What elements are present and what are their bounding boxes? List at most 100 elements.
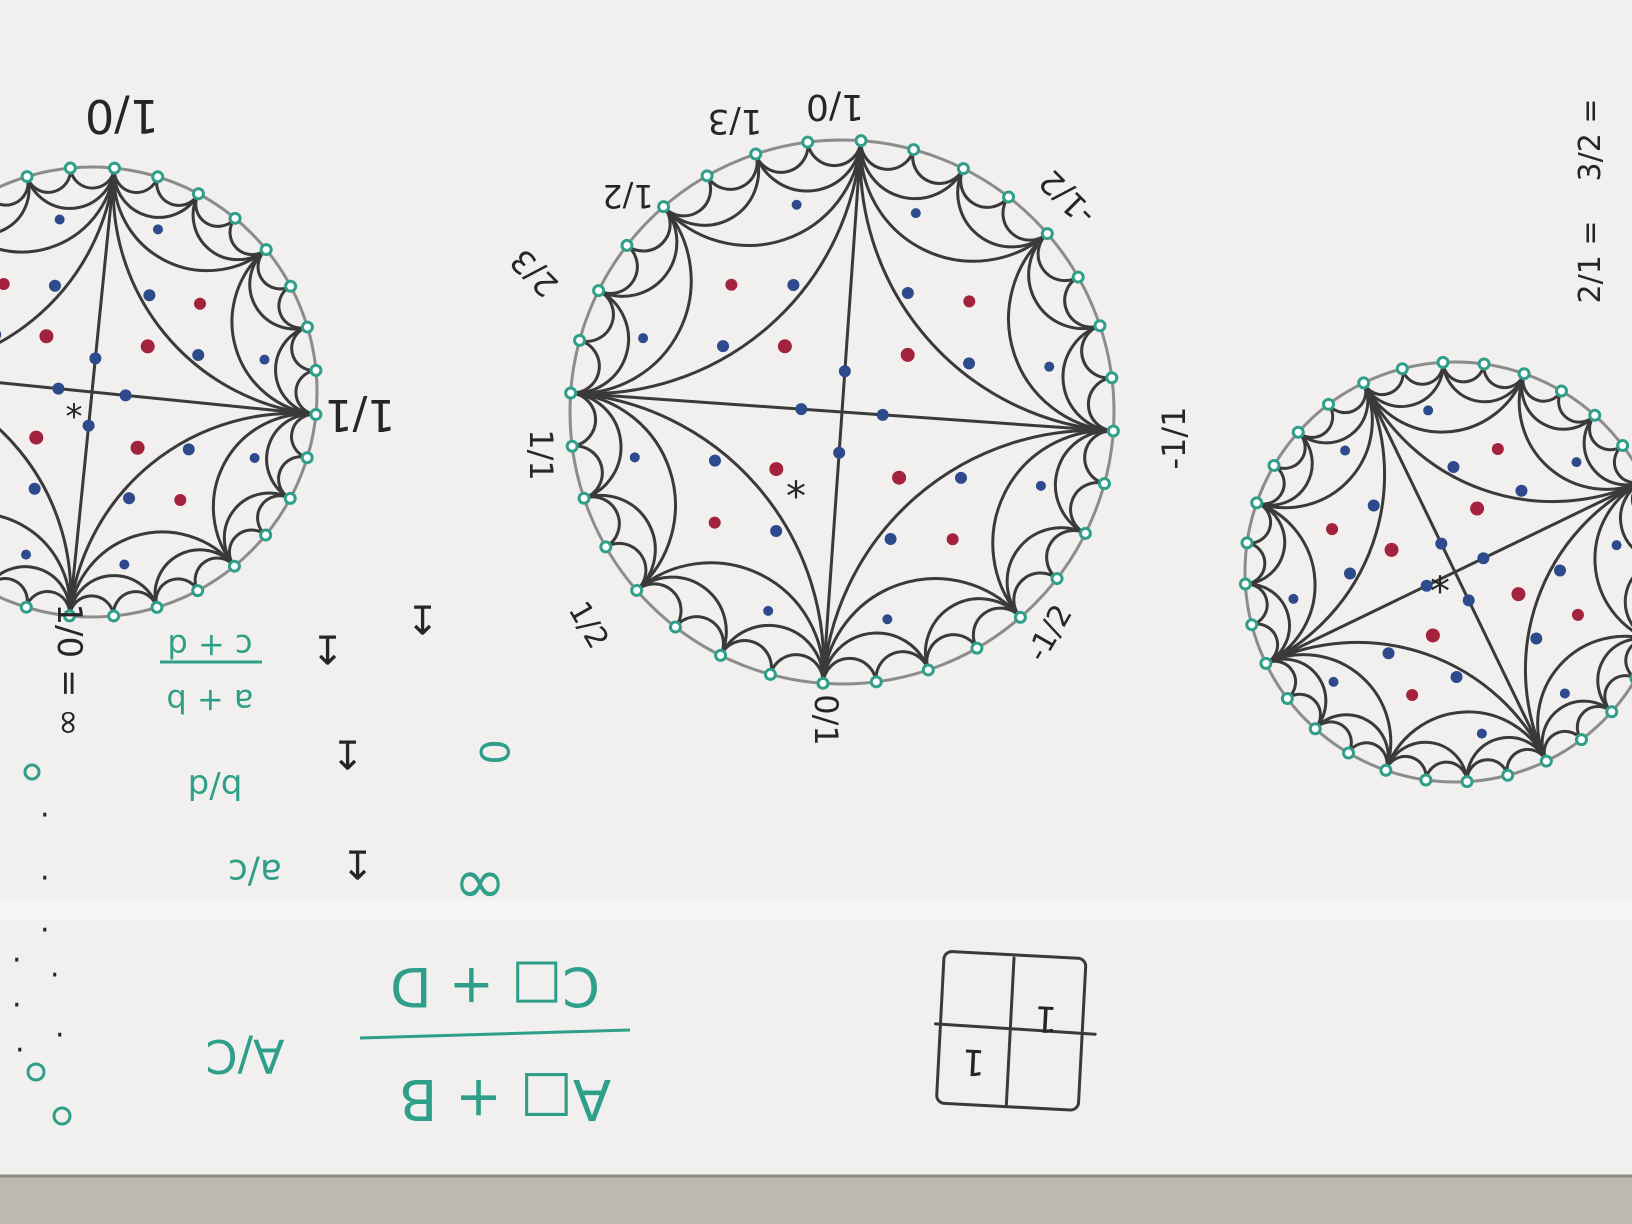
rim-vertex — [1357, 376, 1371, 390]
geodesic — [1264, 653, 1393, 772]
geodesic — [1347, 741, 1389, 772]
center-label-0-1: 0/1 — [807, 694, 845, 746]
geodesic — [1362, 367, 1405, 397]
geodesic — [821, 577, 1022, 685]
grid-box-hline — [933, 1022, 1097, 1036]
blue-dot — [963, 357, 976, 370]
rim-vertex — [1460, 775, 1474, 789]
geodesic — [211, 412, 318, 568]
rim-vertex — [854, 134, 868, 148]
rim-vertex — [1250, 496, 1264, 510]
geodesic — [859, 139, 1049, 263]
teal-dot-1 — [23, 763, 41, 781]
geodesic — [155, 175, 200, 207]
geodesic — [1612, 444, 1632, 484]
blue-dot — [249, 452, 260, 463]
red-dot — [963, 295, 976, 308]
geodesic — [1255, 381, 1374, 510]
geodesic — [24, 590, 72, 618]
blue-dot — [833, 446, 846, 459]
blue-dot — [152, 224, 163, 235]
teal-arrow-2: ↦ — [325, 738, 371, 772]
rim-vertex — [191, 584, 205, 598]
geodesic — [635, 575, 728, 657]
geodesic — [265, 412, 318, 500]
rim-vertex — [620, 238, 634, 252]
geodesic — [858, 139, 1115, 433]
dot-1: · — [40, 798, 50, 833]
rim-vertex — [1436, 355, 1450, 369]
right-note-2: 2/1 = — [1573, 221, 1608, 304]
geodesic — [569, 139, 863, 396]
rim-vertex — [1477, 357, 1491, 371]
geodesic — [154, 577, 200, 609]
geodesic — [191, 192, 268, 262]
geodesic — [68, 594, 116, 618]
rim-vertex — [300, 451, 314, 465]
geodesic — [582, 493, 657, 592]
geodesic — [662, 174, 713, 218]
geodesic — [256, 494, 292, 537]
geodesic — [959, 167, 1011, 209]
geodesic — [569, 391, 598, 448]
geodesic — [0, 577, 29, 609]
rim-vertex — [1105, 371, 1119, 385]
teal-arrow-3: ↦ — [335, 848, 381, 882]
teal-frac-den: c + d — [167, 627, 252, 665]
rim-vertex — [1093, 319, 1107, 333]
blue-dot — [48, 279, 61, 292]
rim-vertex — [1240, 536, 1254, 550]
rim-vertex — [801, 135, 815, 149]
geodesic — [971, 606, 1022, 650]
dot-7: · — [55, 1018, 65, 1053]
rim-vertex — [107, 161, 121, 175]
center-label-1-2: 1/2 — [602, 177, 654, 215]
rim-vertex — [1574, 733, 1588, 747]
dot-column: · · · · · · · · — [12, 763, 72, 1126]
geodesic — [68, 411, 318, 618]
grid-box-vline — [1004, 956, 1016, 1107]
blue-dot — [119, 559, 130, 570]
rim-vertex — [1245, 618, 1259, 632]
geodesic — [582, 495, 621, 549]
blue-dot — [123, 492, 136, 505]
red-dot — [1571, 608, 1584, 621]
blue-dot — [884, 533, 897, 546]
rim-vertex — [1259, 656, 1273, 670]
blue-dot — [901, 287, 914, 300]
teal-frac-num: a + b — [166, 682, 253, 720]
geodesic — [604, 541, 648, 592]
grid-cell-bottom-left: 1 — [961, 1040, 986, 1082]
rim-vertex — [309, 363, 323, 377]
rim-vertex — [20, 170, 34, 184]
blue-dot — [1340, 445, 1351, 456]
rim-vertex — [1395, 362, 1409, 376]
blue-dot — [143, 289, 156, 302]
geodesic — [754, 139, 863, 193]
blue-dot — [838, 365, 851, 378]
teal-arrow-4: ↦ — [400, 603, 446, 637]
rim-vertex — [259, 243, 273, 257]
rim-vertex — [1539, 754, 1553, 768]
blue-dot — [1288, 593, 1299, 604]
blue-dot — [1553, 564, 1566, 577]
right-star: * — [1430, 569, 1450, 615]
rim-vertex — [970, 641, 984, 655]
rim-vertex — [1379, 763, 1393, 777]
geodesic — [662, 152, 761, 227]
geodesic — [248, 248, 309, 331]
rim-vertex — [1040, 227, 1054, 241]
red-dot — [174, 493, 187, 506]
geodesic — [25, 166, 72, 194]
geodesic — [1384, 740, 1469, 784]
blue-dot — [54, 214, 65, 225]
geodesic — [1036, 232, 1080, 283]
geodesic — [1255, 464, 1286, 506]
geodesic — [1069, 481, 1106, 535]
rim-vertex — [1013, 610, 1027, 624]
blue-dot — [910, 208, 921, 219]
geodesic — [1603, 674, 1632, 714]
rim-vertex — [956, 162, 970, 176]
geodesic — [1285, 692, 1322, 731]
geodesic — [1243, 541, 1267, 586]
